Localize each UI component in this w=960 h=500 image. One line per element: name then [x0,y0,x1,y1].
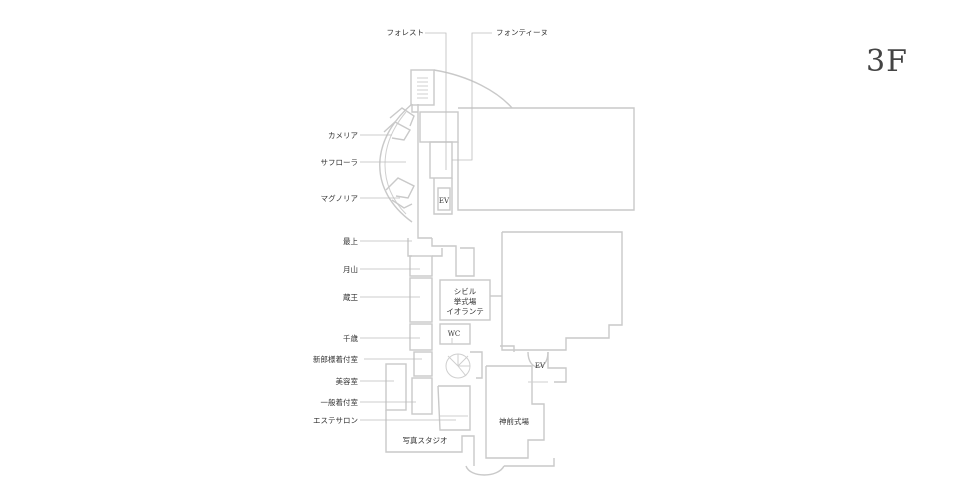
label-camellia: カメリア [328,131,358,140]
label-chapel-line1: シビル [454,287,477,296]
label-wc: WC [448,330,461,338]
label-esthetic-salon: エステサロン [313,416,358,425]
label-photo-studio: 写真スタジオ [403,435,448,445]
label-magnolia: マグノリア [321,193,358,203]
label-beauty-salon: 美容室 [336,376,359,386]
label-ev-upper: EV [439,197,450,205]
label-chapel-line2: 挙式場 [454,296,477,306]
label-safrola: サフローラ [321,158,359,167]
label-forest: フォレスト [387,28,425,37]
label-chitose: 千歳 [343,333,358,343]
label-zao: 蔵王 [343,292,358,302]
leader-lines [360,32,492,421]
label-ev-lower: EV [535,362,546,370]
label-mogami: 最上 [343,237,358,246]
label-general-dressing: 一般着付室 [321,397,359,407]
building-walls [379,69,635,351]
label-gassan: 月山 [343,264,358,274]
floor-label: 3F [866,44,908,79]
label-groom-dressing: 新郎様着付室 [313,354,358,364]
label-shinto-hall: 神前式場 [499,416,529,426]
lower-wing-walls [385,238,567,476]
label-chapel-line3: イオランテ [446,307,484,316]
label-fontine: フォンティーヌ [496,28,548,37]
